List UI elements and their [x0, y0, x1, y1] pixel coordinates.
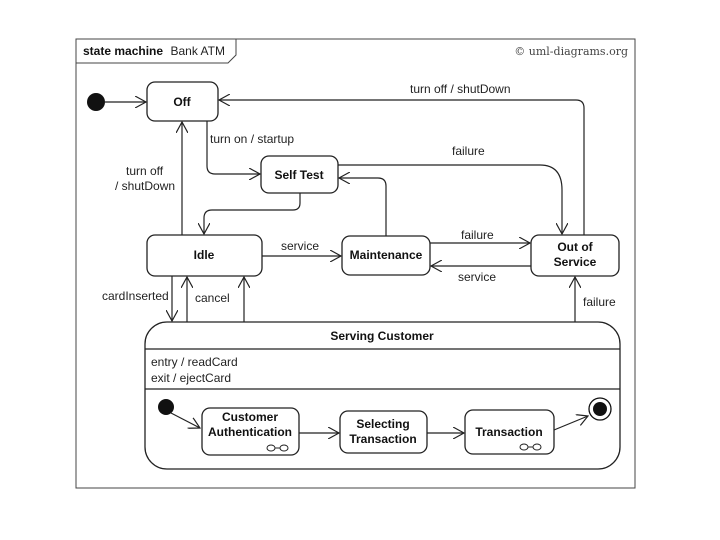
serving-customer-label: Serving Customer: [330, 329, 434, 343]
state-transaction: [464, 409, 555, 455]
state-out-of-service-label-1: Out of: [557, 240, 593, 254]
turn-off-left-label-1: turn off: [126, 164, 164, 178]
submachine-icon: [266, 444, 289, 452]
selftest-to-idle-arrow: [204, 193, 301, 234]
cust-auth-label-1: Customer: [222, 410, 278, 424]
cancel-label: cancel: [195, 291, 230, 305]
frame-title: state machine Bank ATM: [83, 42, 225, 59]
failure-selftest-label: failure: [452, 144, 485, 158]
failure-maint-label: failure: [461, 228, 494, 242]
state-out-of-service-label-2: Service: [554, 255, 597, 269]
selftest-to-outofservice-arrow: [338, 164, 562, 234]
inner-initial-state: [158, 399, 174, 415]
cust-auth-label-2: Authentication: [208, 425, 292, 439]
selecting-label-1: Selecting: [356, 417, 409, 431]
state-self-test-label: Self Test: [274, 168, 323, 182]
state-selecting-transaction: [339, 410, 428, 454]
copyright-text: © uml-diagrams.org: [514, 45, 628, 58]
transaction-label: Transaction: [475, 425, 542, 439]
state-maintenance-label: Maintenance: [350, 248, 423, 262]
turn-off-top-label: turn off / shutDown: [410, 82, 511, 96]
initial-state: [87, 93, 105, 111]
exit-action: exit / ejectCard: [151, 371, 231, 385]
state-off-label: Off: [173, 95, 191, 109]
failure-serving-label: failure: [583, 295, 616, 309]
transaction-to-final-arrow: [553, 416, 588, 431]
maintenance-to-selftest-arrow: [339, 178, 387, 236]
off-to-selftest-arrow: [206, 121, 260, 174]
card-inserted-label: cardInserted: [102, 289, 169, 303]
turn-on-label: turn on / startup: [210, 132, 294, 146]
state-customer-authentication: [201, 407, 300, 456]
submachine-icon: [519, 443, 542, 451]
frame-tab: [76, 39, 237, 64]
final-state-core: [593, 402, 607, 416]
outofservice-to-off-arrow: [219, 100, 585, 235]
inner-initial-arrow: [170, 412, 200, 428]
service-idle-label: service: [281, 239, 319, 253]
selecting-label-2: Transaction: [349, 432, 416, 446]
entry-action: entry / readCard: [151, 355, 238, 369]
service-back-label: service: [458, 270, 496, 284]
state-idle-label: Idle: [194, 248, 215, 262]
turn-off-left-label-2: / shutDown: [115, 179, 175, 193]
